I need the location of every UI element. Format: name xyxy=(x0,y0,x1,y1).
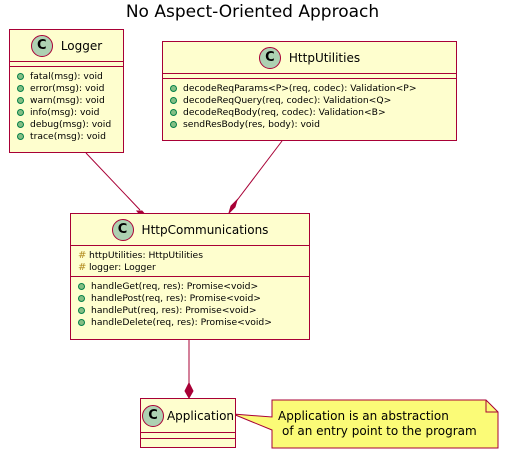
method-item: decodeReqQuery(req, codec): Validation<Q… xyxy=(170,94,456,106)
note-fold xyxy=(485,400,498,413)
edge-httputilities-to-httpcommunications xyxy=(234,140,283,204)
class-application[interactable]: C Application xyxy=(140,398,236,448)
class-stereotype-icon: C xyxy=(111,218,134,241)
note-line: of an entry point to the program xyxy=(282,424,477,438)
public-method-icon xyxy=(170,84,177,92)
class-stereotype-icon: C xyxy=(258,46,281,69)
public-method-icon xyxy=(78,282,85,290)
protected-field-icon: # xyxy=(78,261,87,273)
public-method-icon xyxy=(170,96,177,104)
public-method-icon xyxy=(17,96,24,104)
method-item: handleGet(req, res): Promise<void> xyxy=(78,280,309,292)
class-httputilities-header: C HttpUtilities xyxy=(163,42,456,74)
method-item: decodeReqParams<P>(req, codec): Validati… xyxy=(170,82,456,94)
public-method-icon xyxy=(17,120,24,128)
note-line: Application is an abstraction xyxy=(278,409,449,423)
class-httputilities-methods: decodeReqParams<P>(req, codec): Validati… xyxy=(163,79,456,133)
method-item: debug(msg): void xyxy=(17,118,123,130)
method-item: error(msg): void xyxy=(17,82,123,94)
class-httpcommunications-methods: handleGet(req, res): Promise<void> handl… xyxy=(71,277,309,331)
public-method-icon xyxy=(17,72,24,80)
class-logger-header: C Logger xyxy=(10,30,123,62)
method-item: info(msg): void xyxy=(17,106,123,118)
field-item: #logger: Logger xyxy=(78,261,156,273)
public-method-icon xyxy=(170,108,177,116)
class-httpcommunications[interactable]: C HttpCommunications #httpUtilities: Htt… xyxy=(70,213,310,340)
public-method-icon xyxy=(170,120,177,128)
public-method-icon xyxy=(78,306,85,314)
method-item: handlePut(req, res): Promise<void> xyxy=(78,304,309,316)
diagram-title: No Aspect-Oriented Approach xyxy=(125,2,380,22)
public-method-icon xyxy=(78,318,85,326)
class-application-fields xyxy=(141,433,235,439)
class-httpcommunications-header: C HttpCommunications xyxy=(71,214,309,246)
class-logger-methods: fatal(msg): void error(msg): void warn(m… xyxy=(10,67,123,145)
method-item: trace(msg): void xyxy=(17,130,123,142)
protected-field-icon: # xyxy=(78,249,87,261)
class-logger-name: Logger xyxy=(60,38,103,53)
method-item: handleDelete(req, res): Promise<void> xyxy=(78,316,309,328)
class-application-header: C Application xyxy=(141,399,235,433)
class-application-name: Application xyxy=(166,408,235,423)
class-logger[interactable]: C Logger fatal(msg): void error(msg): vo… xyxy=(9,29,124,153)
class-httpcommunications-fields: #httpUtilities: HttpUtilities #logger: L… xyxy=(71,246,309,277)
class-application-methods xyxy=(141,439,235,446)
field-item: #httpUtilities: HttpUtilities xyxy=(78,249,203,261)
class-httputilities[interactable]: C HttpUtilities decodeReqParams<P>(req, … xyxy=(162,41,457,141)
method-item: handlePost(req, res): Promise<void> xyxy=(78,292,309,304)
composition-diamond-httputilities xyxy=(227,198,239,215)
public-method-icon xyxy=(17,108,24,116)
public-method-icon xyxy=(78,294,85,302)
public-method-icon xyxy=(17,132,24,140)
class-stereotype-icon: C xyxy=(141,404,164,427)
class-httputilities-fields xyxy=(163,74,456,79)
class-httputilities-name: HttpUtilities xyxy=(288,50,361,65)
note: Application is an abstraction of an entr… xyxy=(278,409,488,439)
edge-logger-to-httpcommunications xyxy=(85,152,141,211)
public-method-icon xyxy=(17,84,24,92)
composition-diamond-application xyxy=(184,381,194,400)
class-httpcommunications-name: HttpCommunications xyxy=(141,222,269,237)
note-shape xyxy=(232,399,499,449)
class-logger-fields xyxy=(10,62,123,67)
class-stereotype-icon: C xyxy=(30,34,53,57)
method-item: fatal(msg): void xyxy=(17,70,123,82)
method-item: sendResBody(res, body): void xyxy=(170,118,456,130)
method-item: decodeReqBody(req, codec): Validation<B> xyxy=(170,106,456,118)
method-item: warn(msg): void xyxy=(17,94,123,106)
